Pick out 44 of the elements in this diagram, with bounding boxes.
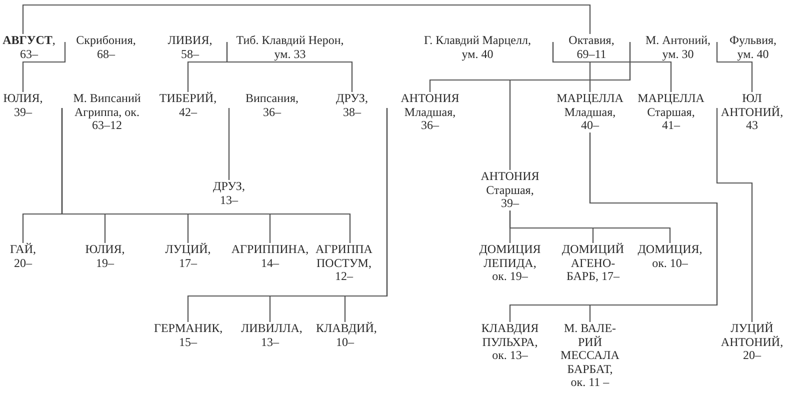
person-label: АВГУСТ, 63– [0, 34, 58, 61]
person-label: М. Випсаний Агриппа, ок. 63–12 [62, 92, 152, 132]
lineage-line [228, 108, 230, 180]
person-label: ЮЛИЯ, 39– [0, 92, 46, 119]
lineage-line [716, 108, 753, 322]
person-label: ДОМИЦИЯ ЛЕПИДА, ок. 19– [471, 243, 549, 284]
person-label: ТИБЕРИЙ, 42– [155, 92, 221, 119]
lineage-line [552, 42, 672, 92]
person-label: Скрибония, 68– [65, 34, 147, 61]
person-label: ГАЙ, 20– [0, 243, 46, 270]
person-label: АГРИППИНА, 14– [228, 243, 312, 270]
lineage-line [589, 132, 718, 322]
person-label: МАРЦЕЛЛА Старшая, 41– [635, 92, 707, 132]
person-label: ДРУЗ, 38– [327, 92, 377, 119]
person-label: ЛИВИЛЛА, 13– [235, 322, 305, 349]
person-label: КЛАВДИЙ, 10– [310, 322, 380, 349]
lineage-line [716, 42, 753, 92]
person-label: АНТОНИЯ Старшая, 39– [470, 170, 550, 210]
person-label: МАРЦЕЛЛА Младшая, 40– [550, 92, 630, 132]
person-label: Тиб. Клавдий Нерон, ум. 33 [227, 34, 353, 61]
person-label: М. Антоний, ум. 30 [640, 34, 716, 61]
person-label: Г. Клавдий Марцелл, ум. 40 [415, 34, 540, 61]
lineage-line [61, 108, 351, 243]
lineage-line [22, 42, 66, 92]
person-label: ДОМИЦИЯ, ок. 10– [633, 243, 707, 270]
person-label: ЮЛИЯ, 19– [70, 243, 140, 270]
lineage-line [509, 210, 671, 243]
person-label: АНТОНИЯ Младшая, 36– [387, 92, 473, 132]
person-label: ЛУЦИЙ АНТОНИЙ, 20– [712, 322, 790, 362]
lineage-line [344, 108, 388, 322]
person-label: ГЕРМАНИК, 15– [146, 322, 230, 349]
person-label: ЛУЦИЙ, 17– [153, 243, 223, 270]
person-label: ЮЛ АНТОНИЙ, 43 [717, 92, 787, 132]
person-label: КЛАВДИЯ ПУЛЬХРА, ок. 13– [472, 322, 548, 362]
person-label: Випсания, 36– [229, 92, 315, 119]
lineage-line [509, 42, 631, 170]
person-label: М. ВАЛЕ-РИЙ МЕССАЛА БАРБАТ, ок. 11 – [557, 322, 623, 390]
person-label: Октавия, 69–11 [553, 34, 630, 61]
person-label: ДОМИЦИЙ АГЕНО-БАРБ, 17– [556, 243, 630, 284]
person-label: Фульвия, ум. 40 [717, 34, 789, 61]
lineage-line [22, 4, 591, 34]
person-label: ДРУЗ, 13– [204, 180, 254, 207]
person-label: ЛИВИЯ, 58– [160, 34, 220, 61]
lineage-line [226, 42, 353, 92]
